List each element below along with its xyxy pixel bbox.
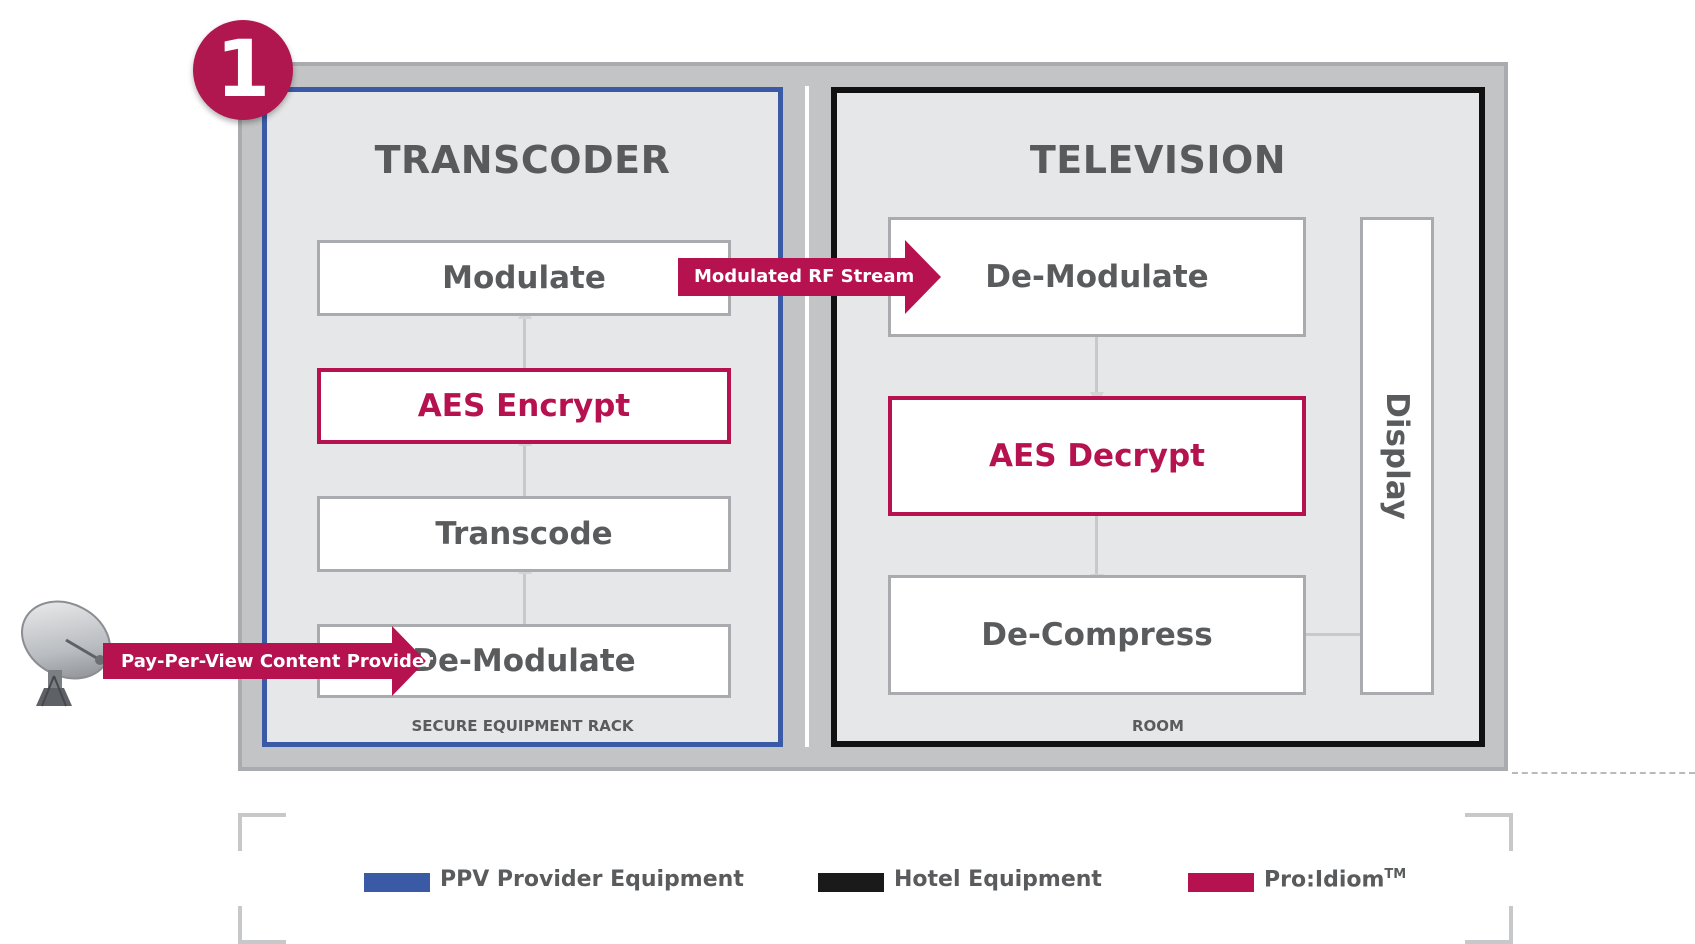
- step-label: De-Compress: [981, 617, 1213, 653]
- step-label: De-Modulate: [412, 643, 636, 679]
- badge-number: 1: [215, 25, 271, 115]
- satellite-dish-icon: [21, 600, 111, 707]
- rf-stream-arrow: [678, 240, 941, 314]
- panel-divider: [805, 86, 809, 747]
- step-label: De-Modulate: [985, 259, 1209, 295]
- content-provider-label: Pay-Per-View Content Provider: [121, 651, 434, 672]
- dotted-extension: [1512, 772, 1695, 774]
- rf-stream-label: Modulated RF Stream: [694, 266, 915, 287]
- connector-line: [523, 573, 526, 625]
- transcoder-title: TRANSCODER: [374, 138, 671, 182]
- demodulate-tv-step: De-Modulate: [888, 217, 1306, 337]
- connector-line: [1095, 337, 1098, 397]
- step-label: Transcode: [435, 516, 613, 552]
- legend-bracket-top-right: [1465, 813, 1513, 851]
- connector-line: [1095, 516, 1098, 579]
- step-label: AES Decrypt: [989, 438, 1205, 474]
- legend-proidiom-text: Pro:Idiom: [1264, 867, 1385, 893]
- legend-label-hotel: Hotel Equipment: [894, 867, 1102, 892]
- legend-swatch-hotel: [818, 873, 884, 892]
- legend-proidiom-trademark: TM: [1384, 867, 1407, 882]
- legend-bracket-bottom-left: [238, 906, 286, 944]
- demodulate-input-step: De-Modulate: [317, 624, 731, 698]
- legend-bracket-bottom-right: [1465, 906, 1513, 944]
- legend-label-provider: PPV Provider Equipment: [440, 867, 744, 892]
- television-title: TELEVISION: [1029, 138, 1287, 182]
- display-label: Display: [1379, 392, 1415, 520]
- room-caption: ROOM: [1132, 717, 1184, 735]
- legend-bracket-top-left: [238, 813, 286, 851]
- modulate-step: Modulate: [317, 240, 731, 316]
- step-label: Modulate: [442, 260, 606, 296]
- transcode-step: Transcode: [317, 496, 731, 572]
- connector-line: [1305, 633, 1367, 636]
- aes-decrypt-step: AES Decrypt: [888, 396, 1306, 516]
- content-provider-arrow: [103, 626, 426, 696]
- secure-rack-caption: SECURE EQUIPMENT RACK: [411, 717, 634, 735]
- decompress-step: De-Compress: [888, 575, 1306, 695]
- step-number-badge: 1: [193, 20, 293, 120]
- aes-encrypt-step: AES Encrypt: [317, 368, 731, 444]
- connector-line: [523, 318, 526, 372]
- step-label: AES Encrypt: [417, 388, 631, 424]
- connector-line: [523, 445, 526, 497]
- display-step: Display: [1360, 217, 1434, 695]
- legend-swatch-proidiom: [1188, 873, 1254, 892]
- legend-swatch-provider: [364, 873, 430, 892]
- legend-label-proidiom: Pro:IdiomTM: [1264, 867, 1406, 892]
